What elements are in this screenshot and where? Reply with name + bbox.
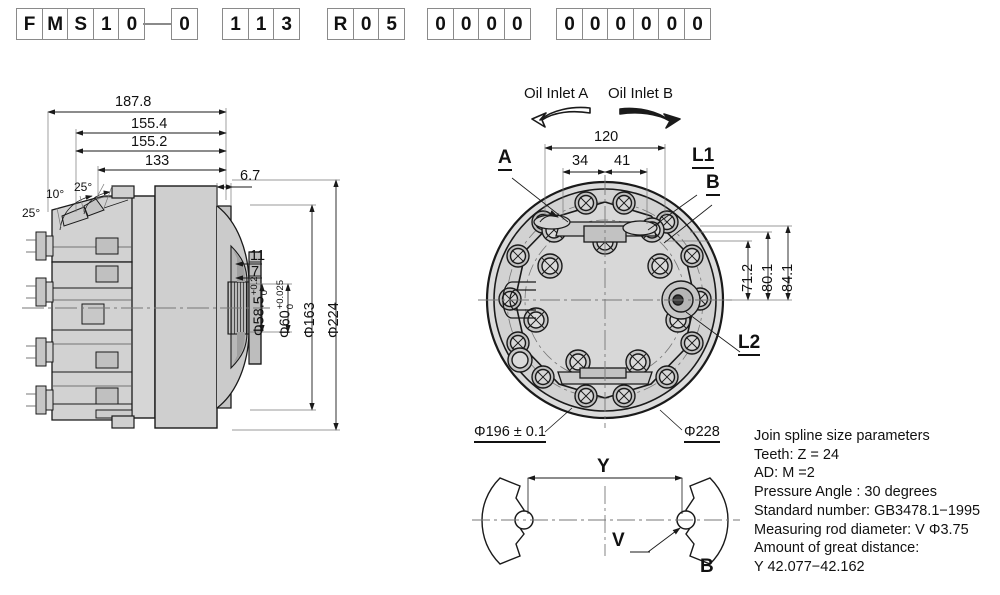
oil-inlet-a-arrow-icon: [531, 106, 591, 128]
code-group-displacement[interactable]: 0: [171, 8, 198, 40]
dim-120: 120: [594, 129, 619, 145]
code-cell-shaft-1[interactable]: 0: [352, 8, 380, 40]
side-section-geometry: [22, 185, 270, 429]
code-cell-displacement-0[interactable]: 0: [171, 8, 198, 40]
spline-detail-geometry: [472, 475, 740, 565]
code-dash-connector: [143, 23, 171, 25]
spline-param-line-3: Standard number: GB3478.1−1995: [754, 502, 981, 519]
dim-34: 34: [572, 153, 589, 169]
code-cell-serial-5[interactable]: 0: [684, 8, 712, 40]
spline-param-line-6: Y 42.077−42.162: [754, 559, 865, 576]
dim-155-4: 155.4: [131, 116, 168, 132]
dim-phi196-text: Φ196 ± 0.1: [474, 424, 546, 443]
code-cell-shaft-2[interactable]: 5: [378, 8, 406, 40]
code-cell-serial-1[interactable]: 0: [581, 8, 609, 40]
side-view-dimension-lines: [47, 108, 340, 431]
dim-41: 41: [614, 153, 631, 169]
spline-params-title: Join spline size parameters: [754, 428, 930, 444]
code-cell-serial-0[interactable]: 0: [556, 8, 583, 40]
spline-view-label-b: B: [700, 556, 714, 577]
front-view-dimension-lines: [511, 144, 792, 433]
code-cell-series-4[interactable]: 0: [118, 8, 146, 40]
tol-lower: 0: [258, 289, 270, 296]
dim-phi228-text: Φ228: [684, 424, 720, 443]
tol-lower: 0: [284, 304, 296, 310]
code-cell-size-1[interactable]: 1: [247, 8, 275, 40]
dim-7: 7: [251, 264, 260, 280]
code-cell-options-0[interactable]: 0: [427, 8, 454, 40]
dim-phi58-5-value: Φ58.5: [251, 296, 268, 336]
code-cell-series-0[interactable]: F: [16, 8, 43, 40]
oil-inlet-b-arrow-icon: [619, 107, 681, 129]
port-label-l1: L1: [692, 145, 715, 169]
code-cell-options-2[interactable]: 0: [478, 8, 506, 40]
dim-71-2: 71.2: [740, 263, 756, 292]
spline-dim-y: Y: [597, 456, 610, 477]
angle-25deg-lower: 25°: [22, 206, 41, 220]
port-label-l2: L2: [738, 332, 761, 356]
code-cell-options-1[interactable]: 0: [452, 8, 480, 40]
code-cell-options-3[interactable]: 0: [503, 8, 531, 40]
spline-param-line-2: Pressure Angle : 30 degrees: [754, 484, 937, 501]
oil-inlet-a-label: Oil Inlet A: [524, 85, 589, 102]
port-label-b-text: B: [706, 172, 720, 196]
spline-param-line-1: AD: M =2: [754, 465, 815, 482]
dim-155-2: 155.2: [131, 134, 168, 150]
dim-6-7: 6.7: [240, 168, 261, 184]
oil-inlet-b-label: Oil Inlet B: [608, 85, 674, 102]
spline-rod-label-v: V: [612, 530, 625, 551]
code-cell-series-3[interactable]: 1: [92, 8, 120, 40]
dim-84-1: 84.1: [780, 263, 796, 292]
dim-phi60-value: Φ60: [277, 310, 294, 338]
spline-param-line-0: Teeth: Z = 24: [754, 446, 840, 463]
port-label-b: B: [706, 172, 720, 196]
dim-phi228: Φ228: [684, 424, 720, 443]
code-cell-series-1[interactable]: M: [41, 8, 69, 40]
dim-phi224: Φ224: [326, 302, 342, 338]
front-view-geometry: [478, 175, 732, 428]
port-label-a: A: [498, 147, 512, 171]
dim-phi163: Φ163: [302, 302, 318, 338]
dim-133: 133: [145, 153, 170, 169]
code-cell-shaft-0[interactable]: R: [327, 8, 354, 40]
code-cell-size-2[interactable]: 3: [273, 8, 301, 40]
code-cell-series-2[interactable]: S: [67, 8, 95, 40]
port-label-l1-text: L1: [692, 145, 715, 169]
dim-11: 11: [250, 248, 266, 264]
angle-10deg: 10°: [46, 187, 65, 201]
angle-25deg-upper: 25°: [74, 180, 93, 194]
spline-parameters-block: Join spline size parameters Teeth: Z = 2…: [754, 428, 980, 578]
spline-param-line-4: Measuring rod diameter: V Φ3.75: [754, 521, 969, 538]
code-cell-serial-4[interactable]: 0: [658, 8, 686, 40]
code-cell-serial-2[interactable]: 0: [607, 8, 635, 40]
dim-80-1: 80.1: [760, 263, 776, 292]
dim-187-8: 187.8: [115, 94, 152, 110]
code-cell-serial-3[interactable]: 0: [632, 8, 660, 40]
spline-param-line-5: Amount of great distance:: [754, 540, 920, 557]
dim-phi196: Φ196 ± 0.1: [474, 424, 546, 443]
code-cell-size-0[interactable]: 1: [222, 8, 249, 40]
port-label-l2-text: L2: [738, 332, 761, 356]
port-label-a-text: A: [498, 147, 512, 171]
